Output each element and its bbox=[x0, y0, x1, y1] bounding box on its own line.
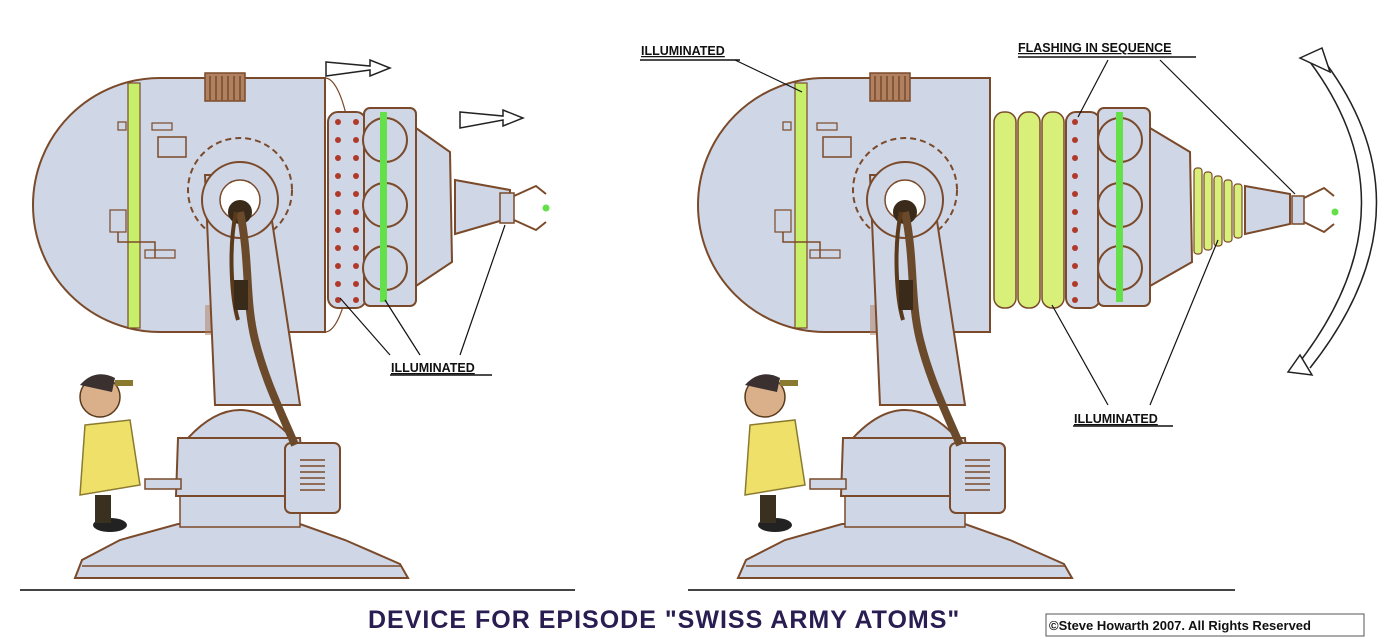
callout-flashing-in-sequence: FLASHING IN SEQUENCE bbox=[1018, 41, 1172, 55]
rotation-arrow bbox=[1286, 46, 1378, 376]
ring-section-right bbox=[1065, 107, 1339, 309]
character-figure-left bbox=[79, 374, 141, 532]
page-title: DEVICE FOR EPISODE "SWISS ARMY ATOMS" bbox=[368, 606, 960, 634]
illuminated-bands-right bbox=[993, 111, 1065, 309]
illuminated-stripe-right bbox=[794, 82, 808, 329]
leader-lines bbox=[339, 59, 1296, 406]
gear-arm-right bbox=[852, 137, 967, 447]
ring-section-left bbox=[327, 107, 550, 309]
illuminated-stripe-left bbox=[127, 82, 141, 329]
copyright-notice: ©Steve Howarth 2007. All Rights Reserved bbox=[1049, 618, 1311, 633]
gear-arm-left bbox=[187, 137, 302, 447]
callout-right-top-illuminated: ILLUMINATED bbox=[641, 44, 725, 58]
callout-right-bottom-illuminated: ILLUMINATED bbox=[1074, 412, 1158, 426]
device-left bbox=[20, 58, 575, 591]
device-right bbox=[688, 46, 1378, 591]
device-base-right bbox=[736, 409, 1074, 579]
device-base-left bbox=[73, 409, 410, 579]
character-figure-right bbox=[744, 374, 806, 532]
callout-left-illuminated: ILLUMINATED bbox=[391, 361, 475, 375]
